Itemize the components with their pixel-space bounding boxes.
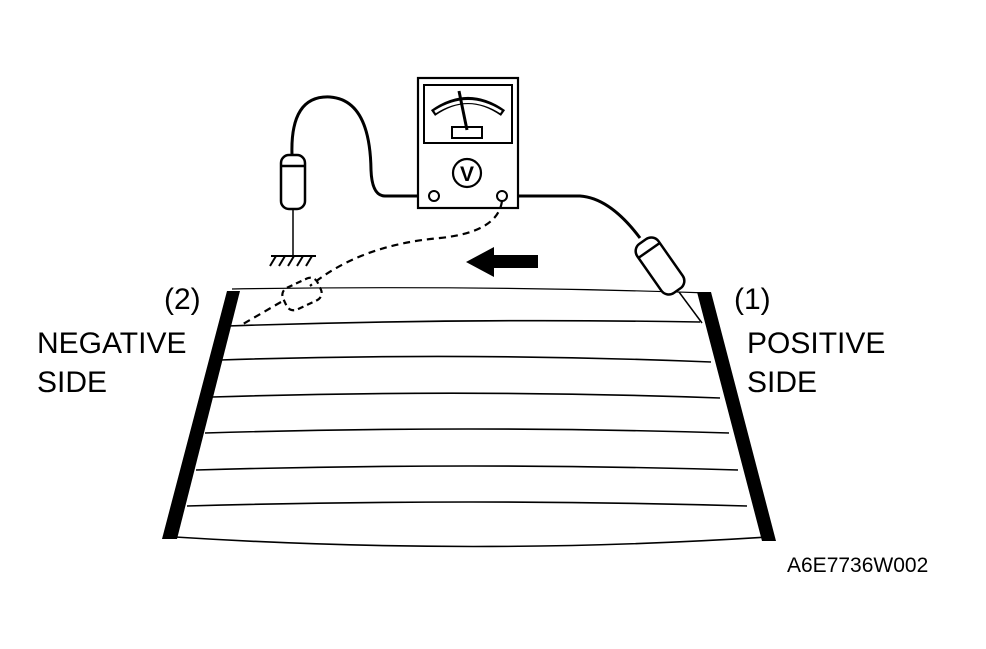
negative-side-label-line1: NEGATIVE: [37, 327, 187, 360]
heating-grid-line: [226, 319, 701, 327]
heating-grid-line: [195, 465, 739, 471]
window-bottom-edge: [174, 536, 769, 548]
voltmeter-symbol-circle: [451, 157, 483, 189]
negative-probe-handle: [279, 153, 307, 211]
figure-code: A6E7736W002: [787, 554, 929, 577]
negative-lead-wire: [290, 95, 418, 198]
heating-grid-line: [204, 428, 730, 434]
voltmeter: V: [416, 76, 520, 210]
positive-bus-bar: [697, 292, 776, 541]
heating-grid-line: [211, 392, 721, 399]
negative-bus-bar: [162, 291, 240, 539]
left-arrow-icon: [466, 247, 538, 277]
dashed-probe-handle: [281, 276, 323, 312]
heating-grid-line: [219, 355, 712, 363]
positive-test-lead: [518, 194, 703, 324]
rear-window-glass: [162, 287, 776, 548]
positive-side-number: (1): [734, 283, 771, 316]
voltmeter-symbol: V: [460, 163, 474, 186]
positive-side-label-line2: SIDE: [747, 366, 818, 399]
positive-lead-wire: [518, 194, 642, 239]
negative-test-lead: [279, 95, 418, 255]
window-top-edge: [231, 287, 709, 294]
positive-side-label-line1: POSITIVE: [747, 327, 886, 360]
moving-probe-path: [242, 200, 504, 325]
ground-symbol-icon: [269, 255, 316, 267]
voltmeter-scale-arc-inner: [434, 100, 502, 114]
voltmeter-needle: [457, 90, 469, 131]
dashed-probe-tip: [242, 301, 282, 325]
heating-grid-line: [186, 501, 748, 507]
dashed-lead-wire: [309, 200, 504, 287]
voltmeter-terminal-negative: [428, 190, 440, 202]
voltmeter-terminal-positive: [496, 190, 508, 202]
negative-side-number: (2): [164, 283, 201, 316]
positive-probe-ring: [637, 241, 661, 259]
positive-probe-tip: [678, 291, 703, 324]
negative-side-label-line2: SIDE: [37, 366, 108, 399]
